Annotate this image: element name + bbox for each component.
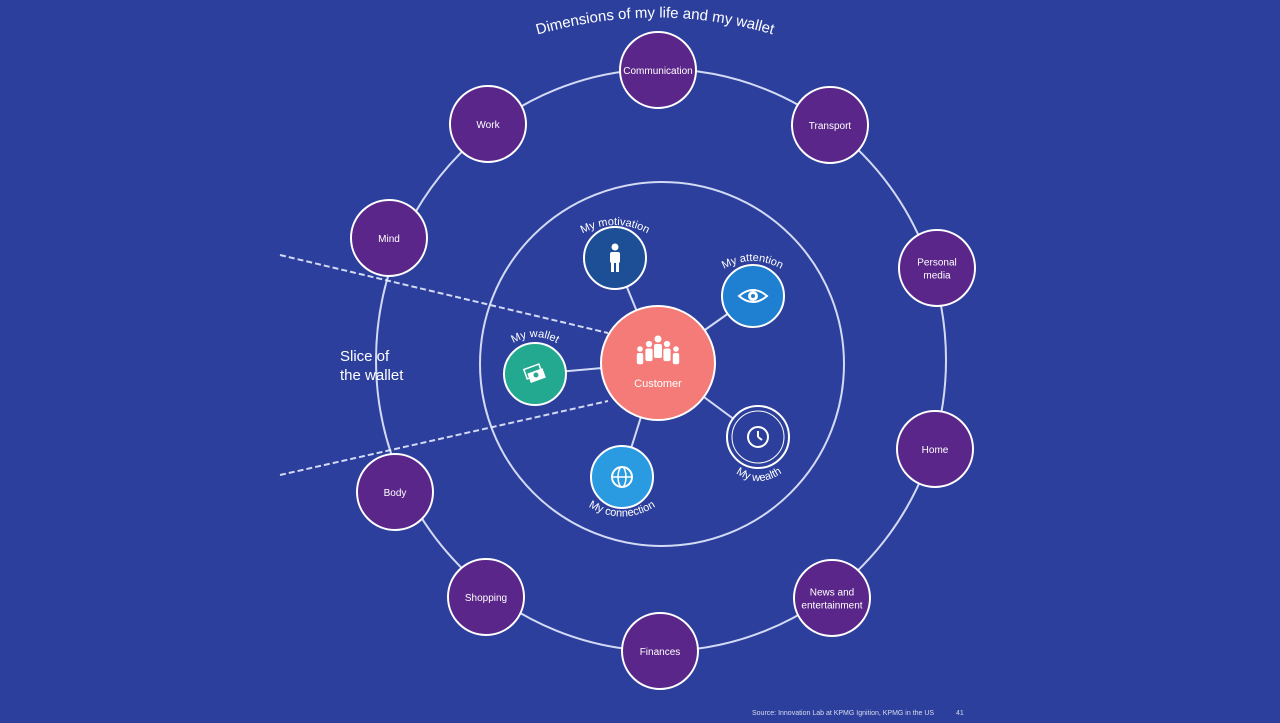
outer-node-label: Home bbox=[922, 445, 949, 456]
slice-label-line: the wallet bbox=[340, 367, 404, 384]
page-number: 41 bbox=[956, 710, 964, 717]
outer-node-circle bbox=[447, 558, 525, 636]
inner-node-wallet: My wallet bbox=[503, 328, 567, 406]
inner-node-label: My attention bbox=[720, 252, 785, 272]
outer-node-circle bbox=[621, 612, 699, 690]
people-icon bbox=[636, 335, 680, 365]
outer-node-communication: Communication bbox=[619, 31, 697, 109]
outer-node-circle bbox=[896, 410, 974, 488]
wallet-slice-lower-line bbox=[279, 400, 609, 476]
slice-of-wallet-label: Slice of the wallet bbox=[340, 348, 404, 384]
customer-circle bbox=[600, 305, 716, 421]
outer-node-transport: Transport bbox=[791, 86, 869, 164]
banknotes-icon bbox=[522, 363, 546, 383]
inner-orbit bbox=[479, 181, 845, 547]
customer-hub: Customer bbox=[600, 305, 716, 421]
outer-node-label: Shopping bbox=[465, 593, 507, 604]
outer-node-body: Body bbox=[356, 453, 434, 531]
outer-node-circle bbox=[449, 85, 527, 163]
outer-node-label: Mind bbox=[378, 234, 400, 245]
inner-ring-nodes: My motivation My attention My wealth My con… bbox=[503, 216, 790, 520]
outer-node-home: Home bbox=[896, 410, 974, 488]
outer-node-label: entertainment bbox=[801, 601, 862, 612]
outer-node-circle bbox=[898, 229, 976, 307]
outer-node-work: Work bbox=[449, 85, 527, 163]
outer-node-label: Finances bbox=[640, 647, 681, 658]
globe-icon bbox=[611, 466, 633, 488]
customer-node: Customer bbox=[600, 305, 716, 421]
outer-node-shopping: Shopping bbox=[447, 558, 525, 636]
outer-node-news: News and entertainment bbox=[793, 559, 871, 637]
outer-node-circle bbox=[356, 453, 434, 531]
inner-node-label: My wealth bbox=[734, 465, 783, 484]
outer-node-circle bbox=[791, 86, 869, 164]
person-icon bbox=[610, 243, 620, 272]
inner-node-wealth: My wealth bbox=[726, 405, 790, 484]
outer-node-circle bbox=[350, 199, 428, 277]
wallet-slice-upper-line bbox=[279, 254, 609, 334]
outer-node-circle bbox=[793, 559, 871, 637]
outer-node-personal-media: Personal media bbox=[898, 229, 976, 307]
eye-icon bbox=[737, 289, 769, 303]
outer-node-label: Work bbox=[476, 120, 500, 131]
outer-node-label: media bbox=[923, 271, 951, 282]
source-note: Source: Innovation Lab at KPMG Ignition,… bbox=[752, 710, 935, 717]
outer-node-mind: Mind bbox=[350, 199, 428, 277]
outer-node-finances: Finances bbox=[621, 612, 699, 690]
clock-icon bbox=[747, 426, 769, 448]
outer-node-circle bbox=[619, 31, 697, 109]
inner-node-connection: My connection bbox=[587, 445, 657, 520]
outer-node-label: Personal bbox=[917, 258, 956, 269]
outer-node-label: Body bbox=[384, 488, 407, 499]
outer-node-label: News and bbox=[810, 588, 854, 599]
customer-label: Customer bbox=[634, 378, 682, 390]
outer-node-label: Communication bbox=[623, 66, 692, 77]
slice-label-line: Slice of bbox=[340, 348, 390, 365]
inner-node-motivation: My motivation bbox=[579, 216, 651, 290]
outer-node-label: Transport bbox=[809, 121, 852, 132]
inner-node-attention: My attention bbox=[720, 252, 785, 328]
